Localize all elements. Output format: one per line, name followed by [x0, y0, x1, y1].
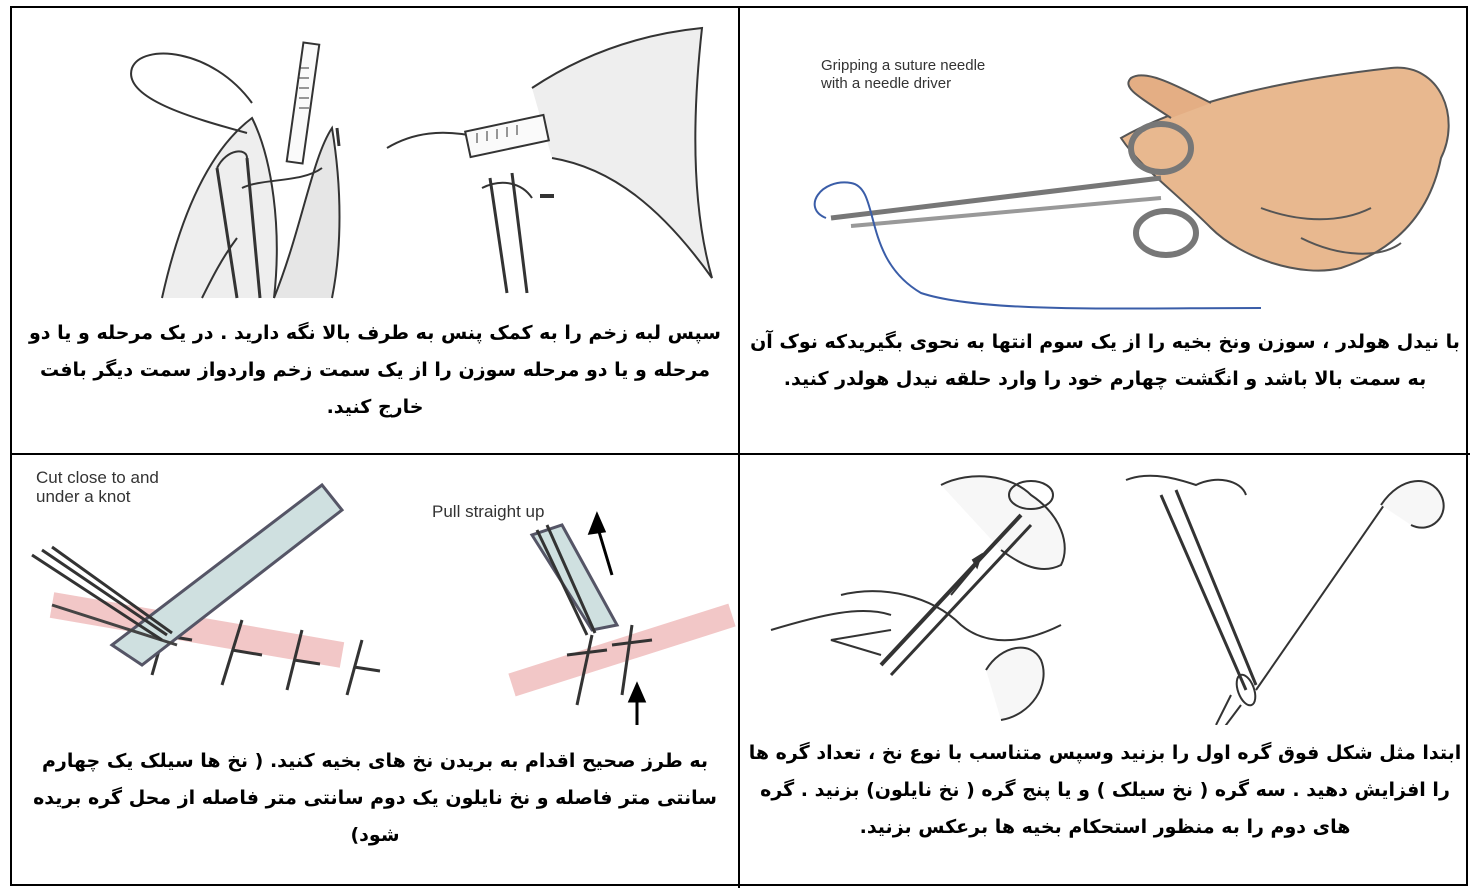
- caption-wound-edge: سپس لبه زخم را به کمک پنس به طرف بالا نگ…: [20, 315, 730, 426]
- needle-grip-label-1: Gripping a suture needle: [821, 57, 985, 74]
- cut-suture-illustration: Cut close to and under a knot Pull strai…: [12, 455, 738, 725]
- panel-wound-edge: سپس لبه زخم را به کمک پنس به طرف بالا نگ…: [12, 8, 740, 455]
- caption-tie-knot: ابتدا مثل شکل فوق گره اول را بزنید وسپس …: [748, 735, 1462, 846]
- panel-tie-knot: ابتدا مثل شکل فوق گره اول را بزنید وسپس …: [740, 455, 1470, 888]
- pull-straight-up-label: Pull straight up: [432, 502, 544, 521]
- wound-edge-illustration: [12, 8, 738, 308]
- cut-suture-label-1: Cut close to and: [36, 468, 159, 487]
- cut-suture-label-2: under a knot: [36, 487, 131, 506]
- panel-needle-grip: Gripping a suture needle with a needle d…: [740, 8, 1470, 455]
- needle-grip-label-2: with a needle driver: [820, 75, 951, 92]
- panel-cut-suture: Cut close to and under a knot Pull strai…: [12, 455, 740, 888]
- caption-needle-grip: با نیدل هولدر ، سوزن ونخ بخیه را از یک س…: [748, 324, 1462, 398]
- tie-knot-illustration: [740, 455, 1470, 725]
- caption-cut-suture: به طرز صحیح اقدام به بریدن نخ های بخیه ک…: [20, 743, 730, 854]
- needle-grip-illustration: Gripping a suture needle with a needle d…: [740, 8, 1470, 313]
- instruction-table: سپس لبه زخم را به کمک پنس به طرف بالا نگ…: [10, 6, 1468, 886]
